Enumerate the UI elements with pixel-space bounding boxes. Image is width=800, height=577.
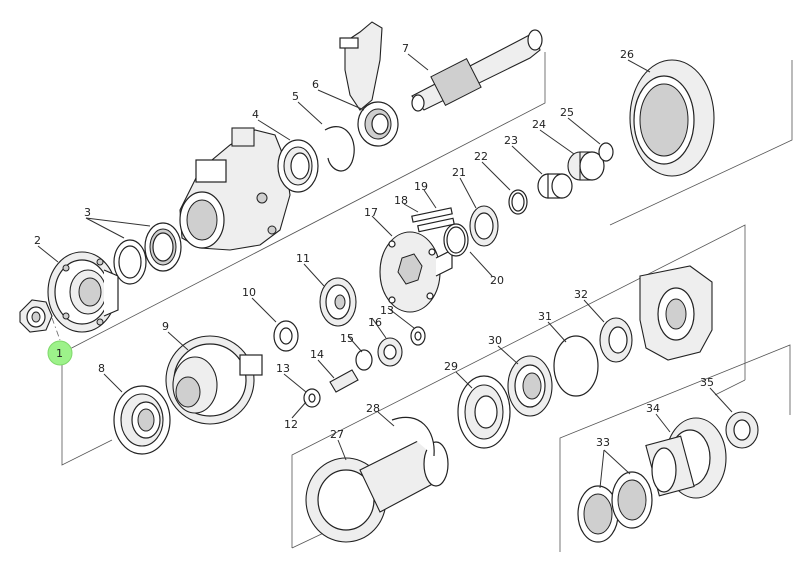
part-bearing-8 xyxy=(113,385,171,455)
group-frame-right-bottom xyxy=(559,344,791,552)
part-ring-25 xyxy=(598,142,614,162)
part-bearing-24 xyxy=(567,151,605,181)
callout-16[interactable]: 16 xyxy=(368,316,382,329)
callout-24[interactable]: 24 xyxy=(532,118,546,131)
callout-12[interactable]: 12 xyxy=(284,418,298,431)
part-bevel-shaft xyxy=(305,416,449,543)
part-bearing-29 xyxy=(457,375,511,449)
callout-labels: 1 2 3 4 5 6 7 8 9 10 11 12 13 13 14 15 1… xyxy=(34,42,714,449)
callout-17[interactable]: 17 xyxy=(364,206,378,219)
callout-19[interactable]: 19 xyxy=(414,180,428,193)
callout-10[interactable]: 10 xyxy=(242,286,256,299)
part-washers xyxy=(273,320,426,408)
part-carrier xyxy=(379,231,453,313)
callout-3[interactable]: 3 xyxy=(84,206,91,219)
callout-5[interactable]: 5 xyxy=(292,90,299,103)
part-bolts xyxy=(411,207,455,233)
callout-1[interactable]: 1 xyxy=(56,347,63,360)
callout-20[interactable]: 20 xyxy=(490,274,504,287)
callout-11[interactable]: 11 xyxy=(296,252,310,265)
part-cover-housing xyxy=(639,265,713,361)
callout-28[interactable]: 28 xyxy=(366,402,380,415)
callout-31[interactable]: 31 xyxy=(538,310,552,323)
callout-8[interactable]: 8 xyxy=(98,362,105,375)
callout-35[interactable]: 35 xyxy=(700,376,714,389)
callout-18[interactable]: 18 xyxy=(394,194,408,207)
callout-26[interactable]: 26 xyxy=(620,48,634,61)
callout-30[interactable]: 30 xyxy=(488,334,502,347)
part-housing xyxy=(179,127,319,251)
callout-6[interactable]: 6 xyxy=(312,78,319,91)
callout-23[interactable]: 23 xyxy=(504,134,518,147)
callout-13-left[interactable]: 13 xyxy=(276,362,290,375)
part-sleeve-23 xyxy=(537,173,573,199)
callout-9[interactable]: 9 xyxy=(162,320,169,333)
part-flange-34 xyxy=(645,417,727,499)
callout-14[interactable]: 14 xyxy=(310,348,324,361)
part-ring-20 xyxy=(443,223,469,257)
callout-21[interactable]: 21 xyxy=(452,166,466,179)
callout-29[interactable]: 29 xyxy=(444,360,458,373)
group-frame-upper xyxy=(61,52,546,466)
group-frame-right-top xyxy=(609,60,793,226)
callout-15[interactable]: 15 xyxy=(340,332,354,345)
part-ring-gear xyxy=(629,59,715,177)
part-bevel-gear-32 xyxy=(599,317,633,363)
callout-32[interactable]: 32 xyxy=(574,288,588,301)
callout-2[interactable]: 2 xyxy=(34,234,41,247)
part-seal-30 xyxy=(507,355,553,417)
callout-7[interactable]: 7 xyxy=(402,42,409,55)
part-oring-31 xyxy=(553,335,599,397)
part-ring-22 xyxy=(508,189,528,215)
callout-33[interactable]: 33 xyxy=(596,436,610,449)
part-shift-fork xyxy=(339,21,399,147)
callout-27[interactable]: 27 xyxy=(330,428,344,441)
callout-13-right[interactable]: 13 xyxy=(380,304,394,317)
part-snap-ring xyxy=(324,126,355,172)
part-nut xyxy=(19,299,61,341)
part-seals xyxy=(113,222,182,285)
part-flange xyxy=(47,251,119,333)
part-nut-35 xyxy=(725,411,759,449)
part-shaft xyxy=(411,29,543,112)
part-gear-11 xyxy=(319,277,357,327)
callout-4[interactable]: 4 xyxy=(252,108,259,121)
part-pins xyxy=(329,337,403,393)
callout-25[interactable]: 25 xyxy=(560,106,574,119)
part-gear-9 xyxy=(165,335,263,425)
part-bearing-21 xyxy=(469,205,499,247)
callout-1-highlight xyxy=(47,340,73,366)
part-seals-33 xyxy=(577,471,653,543)
callout-leaders xyxy=(37,53,733,489)
callout-22[interactable]: 22 xyxy=(474,150,488,163)
callout-34[interactable]: 34 xyxy=(646,402,660,415)
